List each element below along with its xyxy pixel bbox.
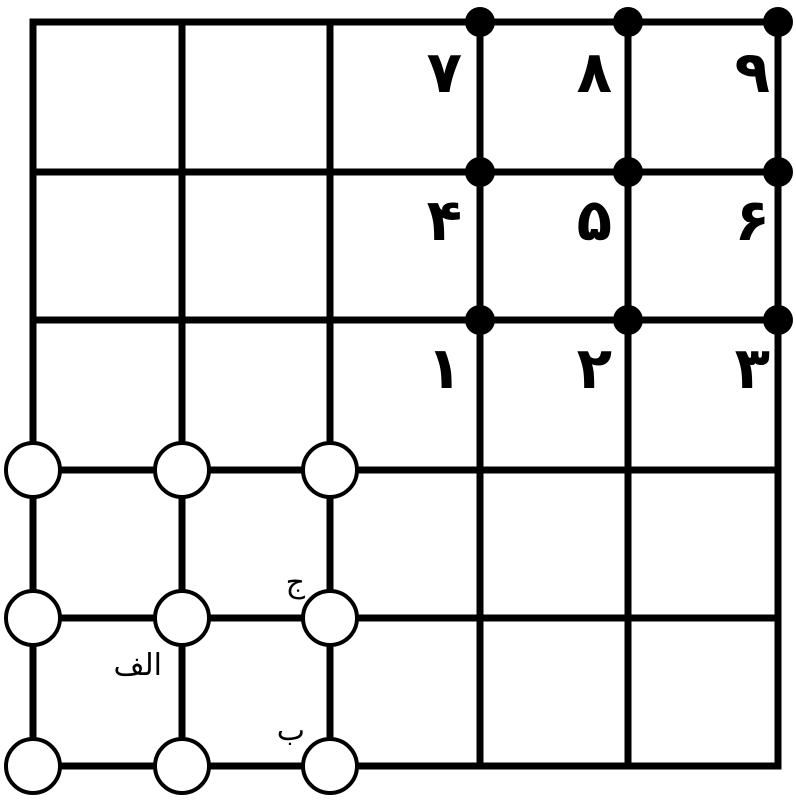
hollow-circle (153, 737, 211, 795)
hollow-circle (4, 441, 62, 499)
hollow-circle (301, 441, 359, 499)
point-label-8: ۸ (577, 38, 612, 106)
letter-label-be: ب (277, 713, 305, 748)
hollow-circle (4, 589, 62, 647)
hollow-circle (153, 589, 211, 647)
black-dot (763, 305, 793, 335)
point-label-2: ۲ (577, 334, 612, 402)
point-label-1: ۱ (427, 334, 462, 402)
point-label-6: ۶ (735, 186, 770, 254)
point-label-4: ۴ (427, 186, 462, 254)
black-dot (465, 7, 495, 37)
point-label-5: ۵ (577, 186, 612, 254)
black-dot (465, 157, 495, 187)
point-label-7: ۷ (427, 38, 462, 106)
hollow-circle (4, 737, 62, 795)
point-label-3: ۳ (735, 334, 770, 402)
letter-label-jim: ج (286, 565, 306, 600)
black-dot (613, 305, 643, 335)
hollow-circle (153, 441, 211, 499)
hollow-circle (301, 737, 359, 795)
black-dot (465, 305, 495, 335)
black-dot (763, 157, 793, 187)
letter-label-alef: الف (113, 648, 162, 683)
black-dot (613, 7, 643, 37)
black-dot (613, 157, 643, 187)
black-dot (763, 7, 793, 37)
hollow-circle (301, 589, 359, 647)
point-label-9: ۹ (735, 38, 770, 106)
